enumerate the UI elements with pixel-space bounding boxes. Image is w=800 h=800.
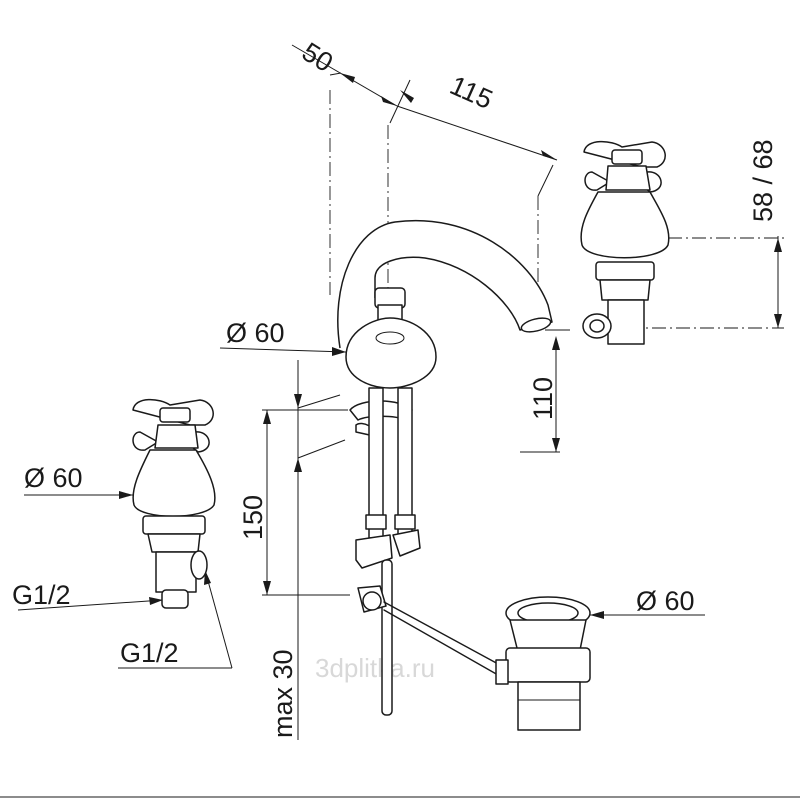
dim-spout-reach: 115 bbox=[446, 70, 498, 115]
dimension-lines bbox=[17, 44, 784, 740]
dim-spout-height: 110 bbox=[528, 377, 558, 420]
dim-spout-base-diameter: Ø 60 bbox=[226, 318, 285, 348]
dim-spout-offset: 50 bbox=[297, 37, 338, 78]
dim-handle-height: 58 / 68 bbox=[748, 139, 778, 222]
dim-max-deck-thickness: max 30 bbox=[268, 649, 298, 738]
left-valve bbox=[132, 398, 216, 609]
dim-shank-length: 150 bbox=[238, 495, 268, 540]
right-valve bbox=[580, 140, 670, 345]
dim-valve-thread-1: G1/2 bbox=[12, 580, 71, 610]
dim-valve-thread-2: G1/2 bbox=[120, 638, 179, 668]
watermark: 3dplitka.ru bbox=[315, 653, 435, 683]
drain-assembly bbox=[495, 596, 591, 731]
spout-assembly bbox=[337, 219, 553, 716]
dim-valve-base-diameter: Ø 60 bbox=[24, 463, 83, 493]
dim-drain-diameter: Ø 60 bbox=[636, 586, 695, 616]
